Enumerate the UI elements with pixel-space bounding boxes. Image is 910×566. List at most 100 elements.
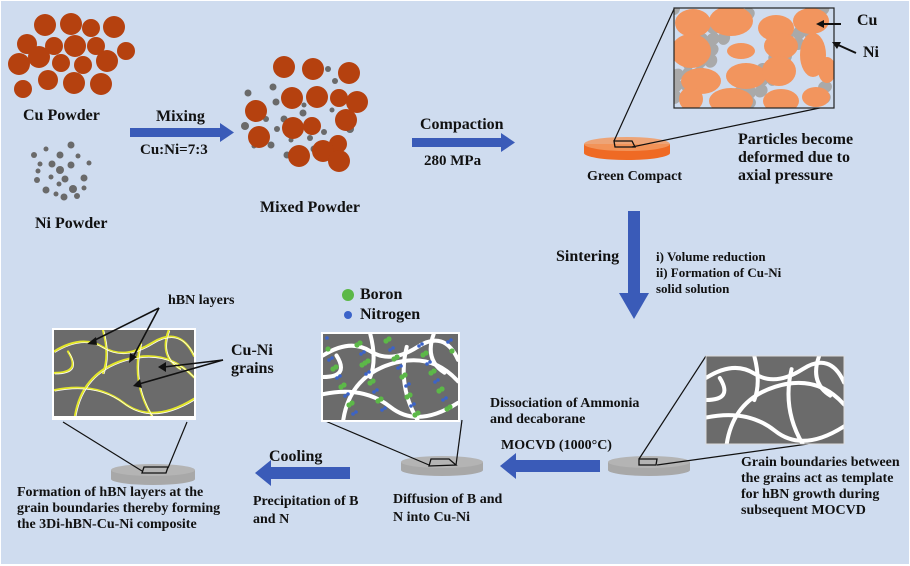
nitrogen-atom bbox=[425, 362, 429, 366]
boron-atom bbox=[449, 348, 455, 354]
ni-powder-label: Ni Powder bbox=[35, 215, 108, 232]
sintering-arrow bbox=[619, 211, 649, 319]
nitrogen-atom bbox=[335, 376, 339, 380]
cu-particle bbox=[281, 87, 303, 109]
cu-particle bbox=[338, 62, 360, 84]
cu-particle bbox=[330, 89, 348, 107]
ni-particle bbox=[56, 151, 64, 159]
ni-particle bbox=[269, 83, 277, 91]
diffusion-inset bbox=[321, 332, 460, 422]
sintered-grains-inset bbox=[705, 355, 845, 445]
cu-deformed-particle bbox=[709, 8, 753, 36]
diffusion-disc bbox=[322, 419, 483, 476]
ni-deformed-particle bbox=[706, 32, 720, 46]
legend-boron-marker bbox=[342, 289, 354, 301]
nitrogen-atom bbox=[444, 396, 448, 400]
grain-boundary-highlight bbox=[54, 388, 194, 415]
mixed-powder-particles bbox=[241, 56, 368, 172]
cu-particle bbox=[245, 100, 267, 122]
boron-atom bbox=[444, 406, 450, 412]
nitrogen-atom bbox=[420, 342, 424, 346]
cu-particle bbox=[96, 50, 118, 72]
ni-particle bbox=[81, 185, 87, 191]
grain-boundary bbox=[706, 360, 844, 385]
legend-nitrogen-marker bbox=[344, 311, 352, 319]
cu-particle bbox=[346, 91, 368, 113]
boron-atom bbox=[375, 398, 381, 404]
cu-particle bbox=[248, 126, 270, 148]
ni-particle bbox=[86, 160, 92, 166]
cu-particle bbox=[45, 37, 63, 55]
cu-particle bbox=[28, 46, 50, 68]
cu-particle bbox=[282, 117, 304, 139]
ni-particle bbox=[267, 141, 275, 149]
cu-particle bbox=[14, 80, 32, 98]
cu-particle bbox=[273, 56, 295, 78]
ni-particle bbox=[299, 109, 307, 117]
precipitation-label: Precipitation of B and N bbox=[253, 494, 359, 527]
ni-deformed-particle bbox=[674, 68, 684, 82]
mixed-powder-label: Mixed Powder bbox=[260, 199, 360, 216]
ni-particle bbox=[329, 107, 335, 113]
ni-particle bbox=[37, 161, 43, 167]
nitrogen-atom bbox=[351, 412, 355, 416]
nitrogen-atom bbox=[359, 352, 363, 356]
nitrogen-atom bbox=[367, 370, 371, 374]
nitrogen-atom bbox=[449, 338, 453, 342]
ni-particle bbox=[60, 193, 68, 201]
compaction-label: Compaction bbox=[420, 116, 504, 133]
ni-particle bbox=[53, 191, 59, 197]
cu-powder-label: Cu Powder bbox=[23, 107, 100, 124]
final-composite-note: Formation of hBN layers at the grain bou… bbox=[17, 485, 221, 532]
grain-boundary bbox=[323, 389, 458, 419]
nitrogen-atom bbox=[325, 336, 329, 340]
ni-particle bbox=[56, 181, 62, 187]
cuni-grains-label: Cu-Ni grains bbox=[231, 342, 274, 377]
boron-atom bbox=[391, 356, 397, 362]
cu-particle bbox=[90, 73, 112, 95]
cu-deformed-particle bbox=[674, 34, 711, 68]
boron-atom bbox=[404, 394, 410, 400]
nitrogen-atom bbox=[346, 392, 350, 396]
diffusion-label: Diffusion of B and N into Cu-Ni bbox=[393, 492, 503, 525]
grain-boundary bbox=[428, 334, 447, 375]
cu-particle bbox=[34, 14, 56, 36]
ni-particle bbox=[61, 175, 69, 183]
nitrogen-atom bbox=[446, 340, 450, 344]
ni-particle bbox=[241, 122, 249, 130]
cu-particle bbox=[303, 117, 321, 135]
cu-deformed-particle bbox=[727, 43, 755, 59]
nitrogen-atom bbox=[428, 360, 432, 364]
ni-particle bbox=[48, 174, 54, 180]
nitrogen-atom bbox=[409, 404, 413, 408]
ni-particle bbox=[43, 146, 49, 152]
mocvd-label: MOCVD (1000°C) bbox=[501, 438, 612, 453]
hbn-composite-inset bbox=[52, 307, 224, 420]
inset-cu-label: Cu bbox=[857, 12, 878, 29]
legend-boron-label: Boron bbox=[360, 286, 403, 303]
cu-particle bbox=[302, 58, 324, 80]
sintered-disc bbox=[608, 355, 845, 476]
boron-atom bbox=[354, 342, 360, 348]
ni-particle bbox=[34, 177, 40, 183]
ni-particle bbox=[307, 135, 313, 141]
mixing-label: Mixing bbox=[156, 108, 205, 125]
ni-deformed-particle bbox=[674, 79, 683, 93]
nitrogen-atom bbox=[383, 406, 387, 410]
ni-particle bbox=[321, 129, 327, 135]
inset-ni-label: Ni bbox=[863, 44, 879, 61]
grain-boundary bbox=[73, 355, 194, 416]
legend bbox=[342, 289, 354, 319]
nitrogen-atom bbox=[364, 372, 368, 376]
grain-boundary-highlight bbox=[54, 352, 74, 375]
ni-deformed-particle bbox=[674, 8, 680, 15]
grain-boundary bbox=[54, 335, 194, 357]
cu-deformed-particle bbox=[793, 8, 829, 34]
boron-atom bbox=[428, 370, 434, 376]
ni-particle bbox=[35, 168, 41, 174]
ni-particle bbox=[325, 66, 331, 72]
ni-particle bbox=[56, 166, 64, 174]
nitrogen-atom bbox=[354, 410, 358, 414]
cu-particle bbox=[306, 86, 328, 108]
